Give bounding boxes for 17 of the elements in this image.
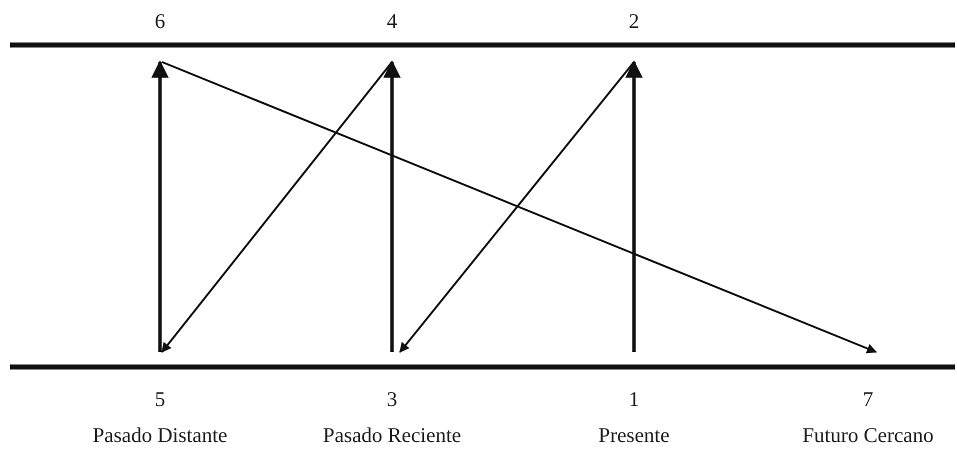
point-number: 3 <box>386 386 398 412</box>
time-label: Pasado Reciente <box>322 422 462 448</box>
point-number: 2 <box>628 8 640 34</box>
point-number: 1 <box>628 386 640 412</box>
time-label: Futuro Cercano <box>802 422 934 448</box>
point-number: 4 <box>386 8 398 34</box>
time-label: Pasado Distante <box>92 422 228 448</box>
time-label: Presente <box>598 422 670 448</box>
arrow <box>151 60 169 352</box>
point-number: 6 <box>154 8 166 34</box>
arrow <box>383 60 401 352</box>
point-number: 7 <box>862 386 874 412</box>
arrow <box>625 60 643 352</box>
arrow <box>161 61 393 353</box>
arrow <box>162 61 877 354</box>
arrow <box>399 61 635 353</box>
point-number: 5 <box>154 386 166 412</box>
